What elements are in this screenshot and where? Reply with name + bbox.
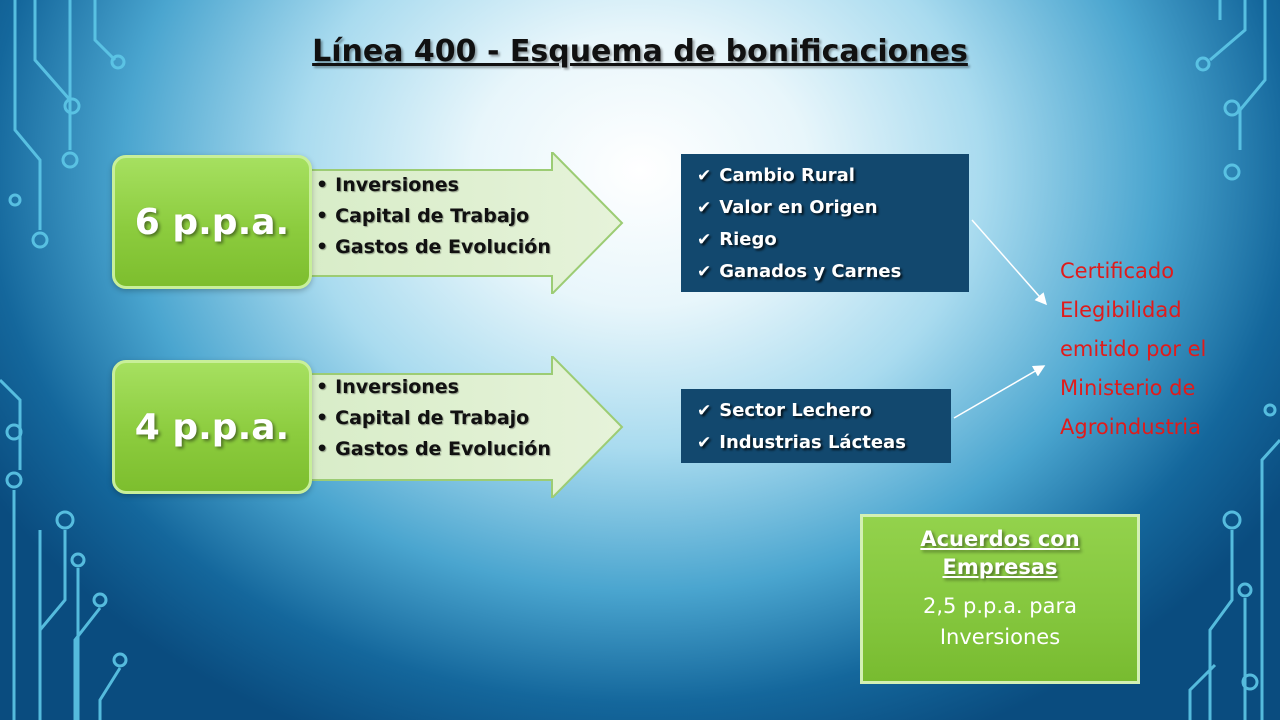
list-item: Capital de Trabajo — [316, 403, 551, 434]
list-item: Gastos de Evolución — [316, 232, 551, 263]
list-item: Riego — [697, 224, 969, 256]
programs-box-2: Sector Lechero Industrias Lácteas — [681, 389, 951, 463]
rate-label: 4 p.p.a. — [134, 406, 290, 448]
rate-label: 6 p.p.a. — [134, 201, 290, 243]
list-item: Sector Lechero — [697, 395, 951, 427]
list-item: Inversiones — [316, 170, 551, 201]
list-item: Industrias Lácteas — [697, 427, 951, 459]
agreements-heading: Acuerdos con Empresas — [920, 527, 1080, 579]
tier-2-list: Inversiones Capital de Trabajo Gastos de… — [316, 372, 551, 465]
slide-title: Línea 400 - Esquema de bonificaciones — [312, 34, 968, 69]
connector-arrows — [953, 219, 1047, 419]
list-item: Cambio Rural — [697, 160, 969, 192]
list-item: Gastos de Evolución — [316, 434, 551, 465]
list-item: Capital de Trabajo — [316, 201, 551, 232]
agreements-box: Acuerdos con Empresas 2,5 p.p.a. para In… — [860, 514, 1140, 684]
list-item: Ganados y Carnes — [697, 256, 969, 288]
rate-box-4: 4 p.p.a. — [112, 360, 312, 494]
list-item: Inversiones — [316, 372, 551, 403]
tier-1-list: Inversiones Capital de Trabajo Gastos de… — [316, 170, 551, 263]
certificate-text: Certificado Elegibilidad emitido por el … — [1060, 259, 1207, 439]
list-item: Valor en Origen — [697, 192, 969, 224]
rate-box-6: 6 p.p.a. — [112, 155, 312, 289]
programs-box-1: Cambio Rural Valor en Origen Riego Ganad… — [681, 154, 969, 292]
agreements-body: 2,5 p.p.a. para Inversiones — [922, 594, 1077, 649]
